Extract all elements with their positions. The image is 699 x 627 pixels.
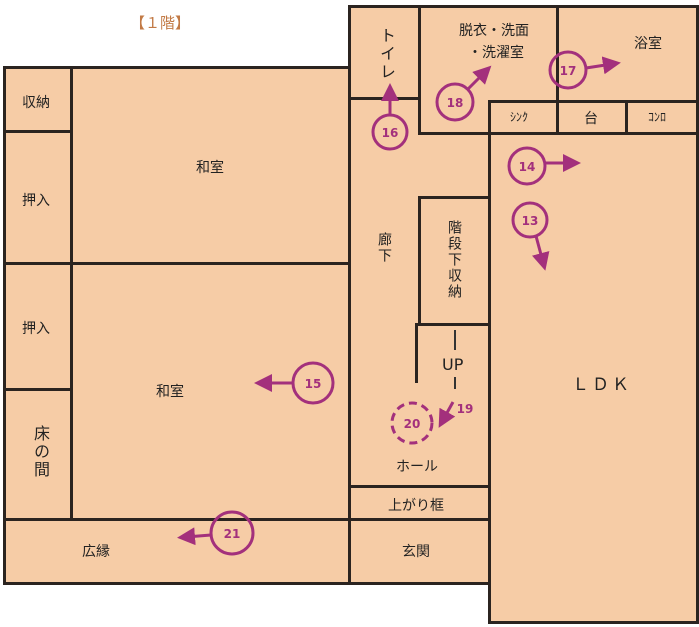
marker-17-label: 17 bbox=[560, 64, 577, 78]
label-agarikamachi: 上がり框 bbox=[388, 498, 444, 514]
marker-17 bbox=[548, 50, 621, 90]
room-ldk bbox=[488, 132, 699, 624]
marker-14 bbox=[507, 146, 581, 186]
label-closet-2: 押入 bbox=[22, 321, 50, 337]
marker-20-label: 20 bbox=[404, 417, 421, 431]
label-ldk: ＬＤＫ bbox=[572, 375, 632, 395]
label-corridor: 廊下 bbox=[376, 232, 392, 264]
label-storage: 収納 bbox=[22, 95, 50, 111]
label-up: UP bbox=[442, 355, 464, 374]
marker-14-label: 14 bbox=[519, 160, 536, 174]
room-washitsu-2 bbox=[70, 262, 351, 521]
floor-title: 【１階】 bbox=[130, 14, 191, 32]
label-hall: ホール bbox=[396, 459, 438, 475]
room-genkan bbox=[348, 518, 491, 585]
label-genkan: 玄関 bbox=[402, 544, 430, 560]
label-counter: 台 bbox=[584, 111, 598, 127]
room-agarikamachi bbox=[348, 485, 491, 521]
label-under-stairs: 階段下収納 bbox=[446, 220, 462, 300]
marker-16-label: 16 bbox=[382, 126, 399, 140]
label-engawa: 広縁 bbox=[82, 544, 110, 560]
room-engawa bbox=[3, 518, 351, 585]
label-washitsu-1: 和室 bbox=[196, 160, 224, 176]
label-dressing-1: 脱衣・洗面 bbox=[459, 23, 529, 39]
label-closet-1: 押入 bbox=[22, 193, 50, 209]
marker-19-label: 19 bbox=[457, 402, 474, 416]
room-bath bbox=[556, 5, 699, 103]
room-stove bbox=[625, 100, 699, 135]
marker-20 bbox=[390, 401, 434, 445]
marker-18-label: 18 bbox=[447, 96, 464, 110]
marker-13-label: 13 bbox=[522, 214, 539, 228]
label-stove: ｺﾝﾛ bbox=[648, 110, 667, 124]
marker-21-label: 21 bbox=[224, 527, 241, 541]
marker-16 bbox=[371, 83, 409, 151]
label-toilet: トイレ bbox=[377, 27, 396, 81]
label-washitsu-2: 和室 bbox=[156, 384, 184, 400]
label-tokonoma: 床の間 bbox=[31, 425, 50, 479]
label-dressing-2: ・洗濯室 bbox=[468, 45, 524, 61]
label-sink: ｼﾝｸ bbox=[510, 110, 529, 124]
marker-18 bbox=[435, 65, 492, 122]
marker-15 bbox=[254, 361, 335, 405]
marker-21 bbox=[177, 510, 255, 556]
marker-13 bbox=[511, 201, 550, 271]
room-under-stairs bbox=[418, 196, 491, 326]
marker-15-label: 15 bbox=[305, 377, 322, 391]
marker-19 bbox=[438, 401, 456, 428]
label-bath: 浴室 bbox=[634, 36, 662, 52]
